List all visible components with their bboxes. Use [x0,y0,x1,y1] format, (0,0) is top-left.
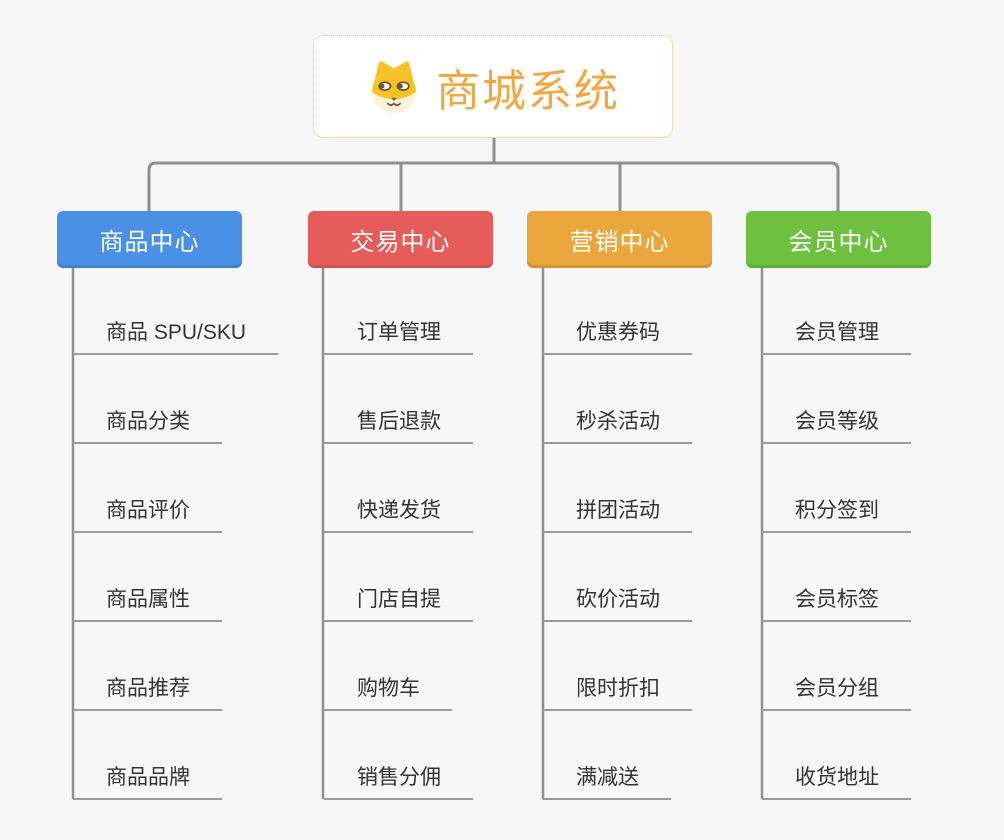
mindmap-node[interactable]: 商品属性 [73,533,222,622]
mindmap-node[interactable]: 会员管理 [762,266,911,355]
mindmap-node[interactable]: 售后退款 [324,355,473,444]
branch-box-trade[interactable]: 交易中心 [308,211,493,268]
mindmap-node[interactable]: 订单管理 [324,266,473,355]
branch-product-center: 商品中心 商品 SPU/SKU 商品分类 商品评价 商品属性 商品推荐 商品品牌 [57,211,279,800]
branch-title: 营销中心 [569,229,670,256]
root-node[interactable]: 商城系统 [313,35,673,138]
branch-box-product[interactable]: 商品中心 [57,211,242,268]
mindmap-node[interactable]: 商品品牌 [73,711,222,800]
mindmap-node[interactable]: 优惠券码 [543,266,692,355]
mindmap-node[interactable]: 商品评价 [73,444,222,533]
mindmap-node[interactable]: 会员标签 [762,533,911,622]
dog-icon [372,60,416,113]
branch-member-center: 会员中心 会员管理 会员等级 积分签到 会员标签 会员分组 收货地址 [746,211,931,800]
mindmap-node[interactable]: 门店自提 [324,533,473,622]
branch-items: 商品 SPU/SKU 商品分类 商品评价 商品属性 商品推荐 商品品牌 [73,266,279,800]
branch-items: 订单管理 售后退款 快递发货 门店自提 购物车 销售分佣 [324,266,473,800]
mindmap-node[interactable]: 限时折扣 [543,622,692,711]
mindmap-node[interactable]: 商品 SPU/SKU [73,266,279,355]
mindmap-node[interactable]: 购物车 [324,622,452,711]
connector-bus [147,161,840,211]
branch-title: 商品中心 [99,229,200,256]
mindmap-node[interactable]: 会员等级 [762,355,911,444]
mindmap-node[interactable]: 快递发货 [324,444,473,533]
mindmap-node[interactable]: 销售分佣 [324,711,473,800]
root-title: 商城系统 [436,66,620,116]
branch-box-marketing[interactable]: 营销中心 [527,211,712,268]
mindmap-node[interactable]: 商品推荐 [73,622,222,711]
branch-items: 优惠券码 秒杀活动 拼团活动 砍价活动 限时折扣 满减送 [543,266,692,800]
branch-items: 会员管理 会员等级 积分签到 会员标签 会员分组 收货地址 [762,266,911,800]
mindmap-node[interactable]: 收货地址 [762,711,911,800]
mindmap-node[interactable]: 商品分类 [73,355,222,444]
mindmap-node[interactable]: 满减送 [543,711,671,800]
mindmap-node[interactable]: 秒杀活动 [543,355,692,444]
branch-box-member[interactable]: 会员中心 [746,211,931,268]
branch-trade-center: 交易中心 订单管理 售后退款 快递发货 门店自提 购物车 销售分佣 [308,211,493,800]
branch-title: 会员中心 [788,229,889,256]
mindmap-node[interactable]: 砍价活动 [543,533,692,622]
branch-marketing-center: 营销中心 优惠券码 秒杀活动 拼团活动 砍价活动 限时折扣 满减送 [527,211,712,800]
mindmap-node[interactable]: 会员分组 [762,622,911,711]
mindmap-node[interactable]: 积分签到 [762,444,911,533]
mindmap-node[interactable]: 拼团活动 [543,444,692,533]
branch-title: 交易中心 [350,229,451,256]
